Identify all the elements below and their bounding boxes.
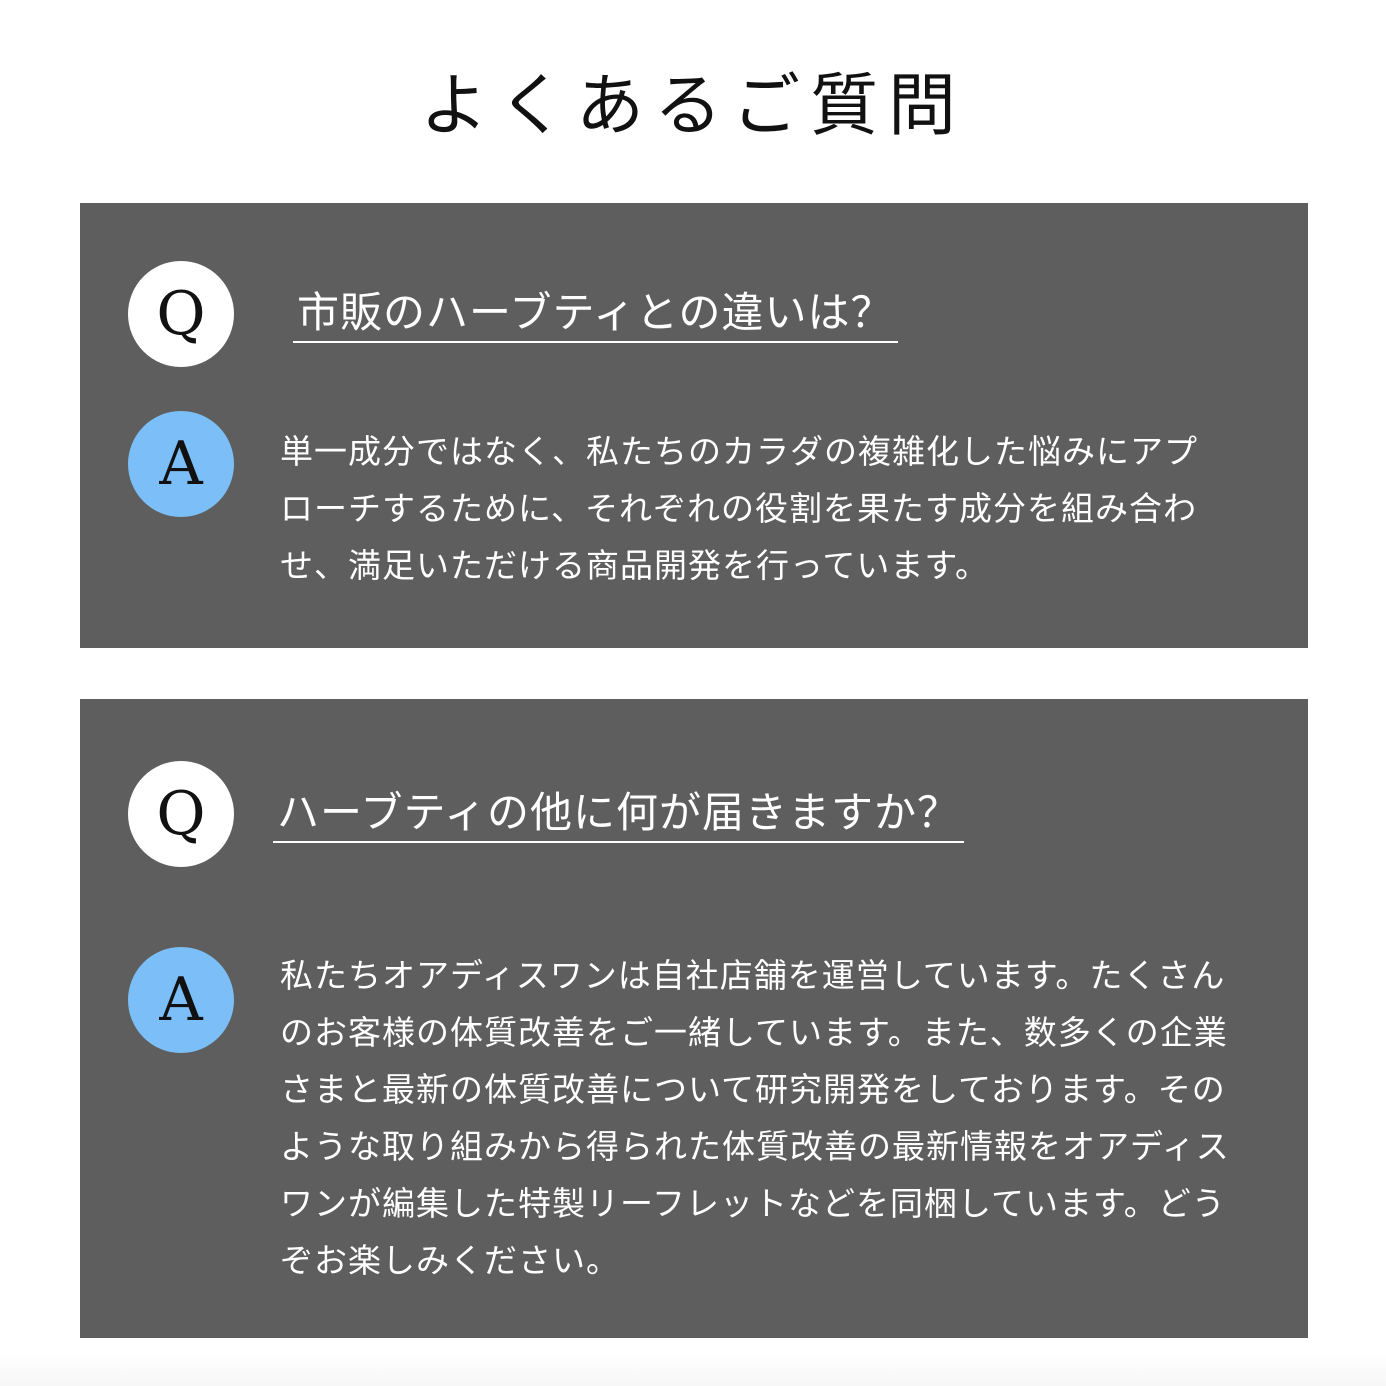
page-title: よくあるご質問 [419, 67, 966, 146]
question-letter: Q [156, 779, 206, 849]
faq-question[interactable]: ハーブティの他に何が届きますか？ [273, 785, 964, 843]
question-letter: Q [156, 279, 206, 349]
answer-letter: A [159, 965, 203, 1035]
faq-answer: 単一成分ではなく、私たちのカラダの複雑化した悩みにアプローチするために、それぞれ… [280, 432, 1198, 585]
question-badge: Q [128, 261, 234, 367]
answer-letter: A [159, 429, 203, 499]
faq-item: Q 市販のハーブティとの違いは？ A 単一成分ではなく、私たちのカラダの複雑化し… [80, 203, 1308, 648]
faq-answer: 私たちオアディスワンは自社店舗を運営しています。たくさんのお客様の体質改善をご一… [280, 956, 1230, 1280]
question-badge: Q [128, 761, 234, 867]
faq-question[interactable]: 市販のハーブティとの違いは？ [293, 285, 898, 343]
answer-badge: A [128, 947, 234, 1053]
faq-item: Q ハーブティの他に何が届きますか？ A 私たちオアディスワンは自社店舗を運営し… [80, 699, 1308, 1338]
answer-badge: A [128, 411, 234, 517]
